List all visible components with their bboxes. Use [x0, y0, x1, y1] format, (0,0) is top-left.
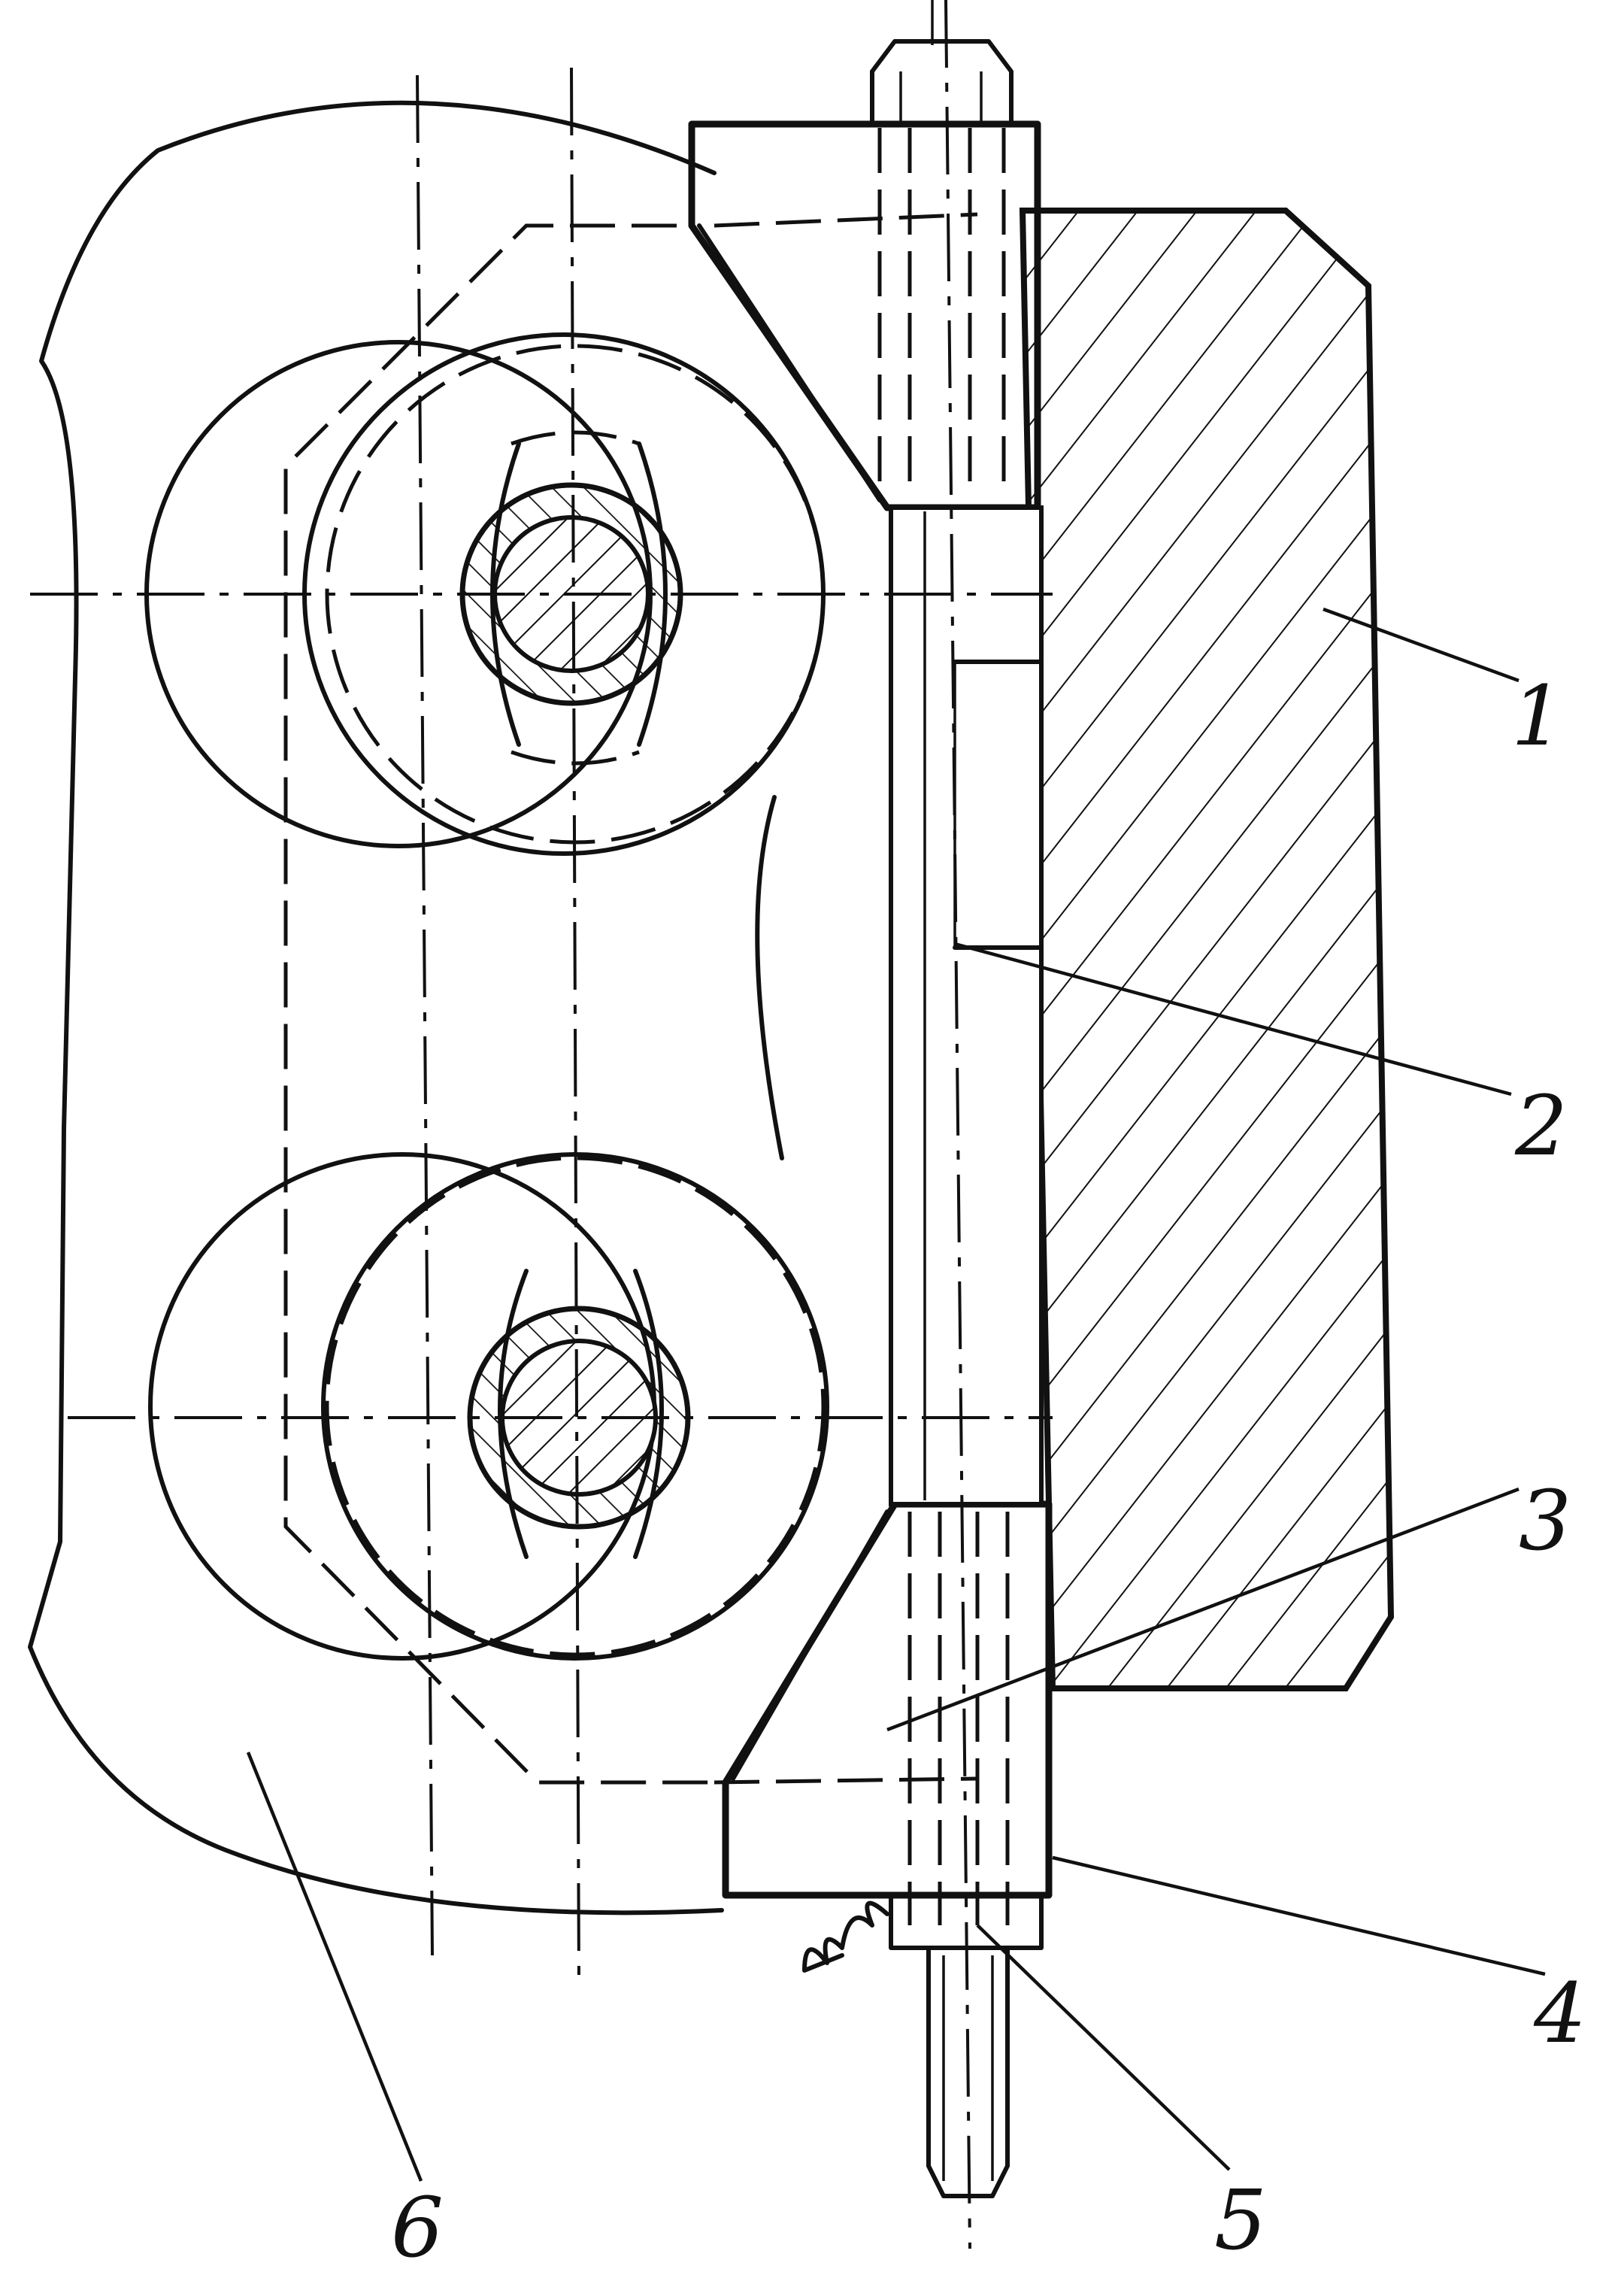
leader-line-5 — [976, 1924, 1231, 2171]
part-label-3: 3 — [1519, 1473, 1571, 1569]
part-label-1: 1 — [1511, 668, 1564, 764]
leader-line-4 — [1052, 1855, 1546, 1976]
leader-lines — [246, 607, 1546, 2182]
part-labels: 1 2 3 4 5 6 — [391, 668, 1586, 2276]
housing-block — [1019, 208, 1395, 1691]
carriage-plate — [28, 100, 784, 1915]
hidden-outline — [283, 212, 978, 1785]
guide-strip — [889, 505, 1044, 1506]
part-label-2: 2 — [1514, 1078, 1568, 1174]
part-label-6: 6 — [391, 2179, 444, 2276]
part-label-5: 5 — [1214, 2172, 1267, 2268]
part-label-4: 4 — [1533, 1965, 1586, 2061]
leader-line-6 — [246, 1752, 423, 2182]
leader-line-1 — [1323, 607, 1519, 683]
center-lines — [30, 0, 1053, 2249]
upper-wedge-block — [688, 120, 1041, 511]
leader-line-2 — [954, 942, 1512, 1097]
leader-line-3 — [886, 1487, 1519, 1732]
